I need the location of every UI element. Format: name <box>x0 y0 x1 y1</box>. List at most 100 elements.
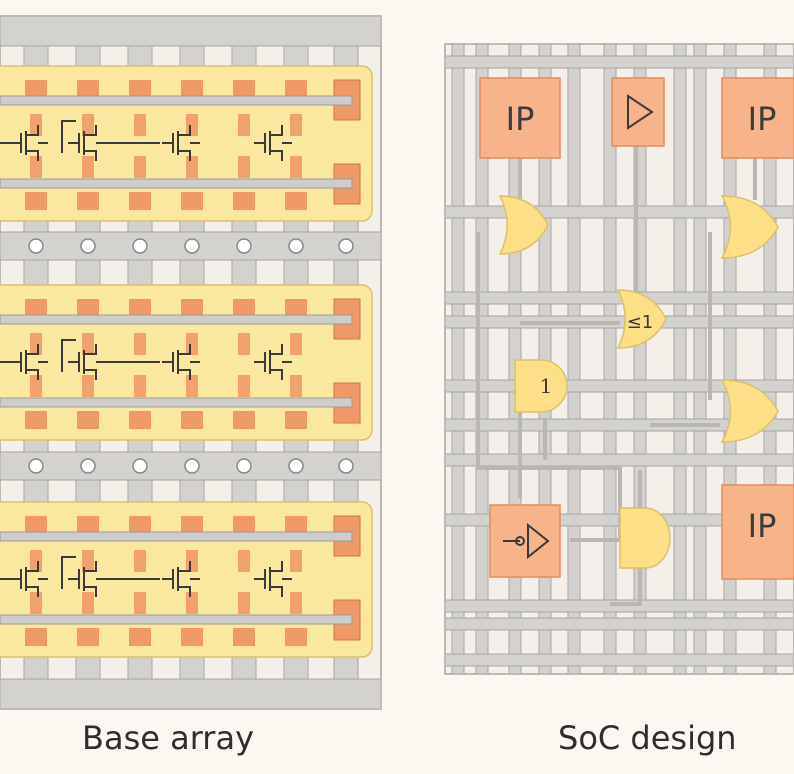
contact-pad <box>238 592 250 614</box>
via-dot <box>338 238 354 254</box>
contact-pad <box>134 333 146 355</box>
and-gate-icon <box>619 507 671 569</box>
base-array-caption: Base array <box>82 719 254 757</box>
and-gate-1: 1 <box>514 359 568 413</box>
contact-pad <box>285 516 307 534</box>
via-dot <box>236 238 252 254</box>
cell-row-block-1 <box>0 65 373 222</box>
and-gate-icon <box>514 359 568 413</box>
cell-row-block-3 <box>0 501 373 658</box>
via-dot <box>80 238 96 254</box>
horizontal-routing-track <box>444 617 794 631</box>
contact-pad <box>233 628 255 646</box>
contact-pad <box>77 628 99 646</box>
metal-rail <box>0 531 353 542</box>
via-dot <box>184 458 200 474</box>
contact-pad <box>186 333 198 355</box>
transistor-icon <box>10 561 48 597</box>
ip-block-label: IP <box>506 100 535 138</box>
via-dot <box>236 458 252 474</box>
contact-pad <box>82 375 94 397</box>
contact-pad <box>129 411 151 429</box>
contact-pad <box>290 550 302 572</box>
contact-pad <box>77 411 99 429</box>
contact-pad <box>77 516 99 534</box>
contact-pad <box>129 516 151 534</box>
transistor-icon <box>254 125 292 161</box>
contact-pad <box>129 192 151 210</box>
contact-pad <box>285 192 307 210</box>
via-dot <box>288 238 304 254</box>
horizontal-routing-track <box>444 653 794 667</box>
via-dot <box>288 458 304 474</box>
transistor-icon <box>10 125 48 161</box>
ip-block-3: IP <box>721 484 794 580</box>
contact-pad <box>181 411 203 429</box>
via-dot <box>338 458 354 474</box>
contact-pad <box>30 156 42 178</box>
contact-pad <box>82 156 94 178</box>
contact-pad <box>233 299 255 317</box>
contact-pad <box>129 628 151 646</box>
contact-pad <box>238 333 250 355</box>
vertical-routing-track <box>693 43 707 675</box>
ip-block-label: IP <box>748 507 777 545</box>
vertical-routing-track <box>673 43 687 675</box>
metal-rail <box>0 314 353 325</box>
ip-block <box>721 77 794 159</box>
ip-block <box>479 77 561 159</box>
threshold-gate: ≤1 <box>616 289 667 349</box>
via-dot <box>132 458 148 474</box>
or-gate-2 <box>720 195 779 259</box>
threshold-gate-label: ≤1 <box>627 312 654 333</box>
metal-rail <box>0 614 353 625</box>
contact-pad <box>134 114 146 136</box>
inverter-block <box>489 504 561 578</box>
contact-pad <box>82 592 94 614</box>
contact-pad <box>186 592 198 614</box>
horizontal-routing-track <box>444 453 794 467</box>
contact-pad <box>30 592 42 614</box>
contact-pad <box>30 550 42 572</box>
contact-pad <box>129 299 151 317</box>
or-gate-icon <box>616 289 667 349</box>
contact-pad <box>186 114 198 136</box>
contact-pad <box>290 114 302 136</box>
contact-pad <box>30 333 42 355</box>
via-dot <box>184 238 200 254</box>
via-dot <box>80 458 96 474</box>
metal-rail <box>0 178 353 189</box>
contact-pad <box>129 80 151 98</box>
contact-pad <box>134 156 146 178</box>
buffer-cell <box>611 77 665 147</box>
via-dot <box>28 458 44 474</box>
contact-pad <box>134 592 146 614</box>
contact-pad <box>285 628 307 646</box>
transistor-icon <box>254 344 292 380</box>
contact-pad <box>25 80 47 98</box>
or-gate-icon <box>720 379 779 443</box>
horizontal-routing-track <box>444 418 794 432</box>
contact-pad <box>238 375 250 397</box>
contact-pad <box>25 299 47 317</box>
contact-pad <box>134 375 146 397</box>
contact-pad <box>285 299 307 317</box>
contact-pad <box>181 516 203 534</box>
vertical-routing-track <box>451 43 465 675</box>
contact-pad <box>285 411 307 429</box>
contact-pad <box>82 550 94 572</box>
contact-pad <box>290 592 302 614</box>
contact-pad <box>285 80 307 98</box>
contact-pad <box>290 375 302 397</box>
contact-pad <box>25 628 47 646</box>
contact-pad <box>233 516 255 534</box>
contact-pad <box>290 333 302 355</box>
interconnect-wire <box>0 556 200 589</box>
contact-pad <box>134 550 146 572</box>
interconnect-wire <box>0 339 200 372</box>
contact-pad <box>290 156 302 178</box>
base-array-panel <box>0 15 382 710</box>
metal-rail <box>0 95 353 106</box>
ip-block-label: IP <box>748 100 777 138</box>
